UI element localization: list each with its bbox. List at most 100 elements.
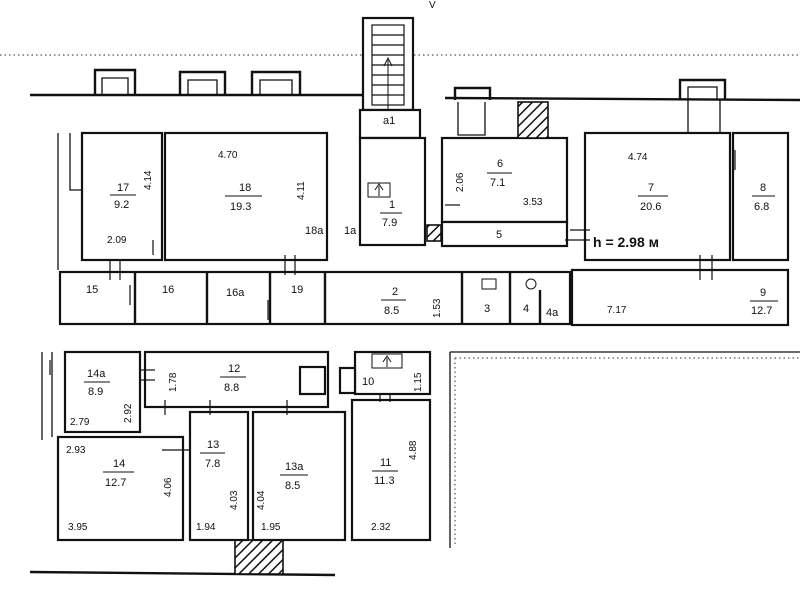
dim-4-04: 4.04 [256,490,267,510]
room-1-area: 7.9 [382,217,397,229]
room-9 [570,268,790,327]
fixture-3 [481,278,497,290]
room-5 [440,220,569,248]
room-14a [63,350,142,434]
room-12-area: 8.8 [224,382,239,394]
room-12-label: 12 8.8 [220,363,246,394]
room-a1 [358,108,422,140]
room-a1-label: a1 [383,115,395,127]
dim-3-53: 3.53 [523,197,543,208]
dim-4-74: 4.74 [628,152,648,163]
dim-2-92: 2.92 [123,403,134,423]
room-13a-area: 8.5 [285,480,300,492]
room-14a-number: 14a [87,368,106,380]
room-2-label: 2 8.5 [381,286,406,317]
room-14a-label: 14a 8.9 [84,368,110,398]
niche-12 [298,365,327,396]
dim-2-09: 2.09 [107,235,127,246]
door-marks [49,150,736,451]
room-11-label: 11 11.3 [372,457,398,487]
room-14-number: 14 [113,458,125,470]
room-8-label: 8 6.8 [752,182,775,213]
dim-4-14: 4.14 [143,170,154,190]
room-8-area: 6.8 [754,201,769,213]
room-6-number: 6 [497,158,503,170]
room-13-number: 13 [207,439,219,451]
room-14-area: 12.7 [105,477,126,489]
room-13a-number: 13a [285,461,304,473]
room-7-label: 7 20.6 [638,182,668,213]
dim-2-32: 2.32 [371,522,391,533]
entry-arrow-1 [367,182,391,198]
top-mark: V [429,0,436,11]
dim-1-78: 1.78 [168,372,179,392]
room-13a-label: 13a 8.5 [280,461,308,492]
dim-1-15: 1.15 [413,372,424,392]
shaft-bottom [234,539,284,575]
room-13-label: 13 7.8 [200,439,225,470]
room-12-number: 12 [228,363,240,375]
room-16-label: 16 [162,284,174,296]
shaft-small [426,224,442,242]
room-11-number: 11 [380,457,391,469]
room-17-number: 17 [117,182,129,194]
room-3-label: 3 [484,303,490,315]
room-18-label: 18 19.3 [225,182,262,213]
room-17 [80,131,164,262]
room-18-area: 19.3 [230,201,251,213]
room-14 [56,435,185,542]
window-bays [93,68,727,100]
dim-2-93: 2.93 [66,445,86,456]
shaft-top [517,101,549,139]
room-13a [251,410,347,542]
room-2-number: 2 [392,286,398,298]
niche-10 [338,366,357,395]
dim-2-79: 2.79 [70,417,90,428]
room-6-label: 6 7.1 [487,158,512,189]
courtyard-boundary [454,357,800,545]
room-17-area: 9.2 [114,199,129,211]
room-14a-area: 8.9 [88,386,103,398]
room-11-area: 11.3 [374,475,395,487]
room-9-area: 12.7 [751,305,772,317]
room-7-number: 7 [648,182,654,194]
room-1a-label: 1a [344,225,357,237]
room-4-label: 4 [523,303,529,315]
room-14-label: 14 12.7 [103,458,134,489]
room-6-area: 7.1 [490,177,505,189]
dim-7-17: 7.17 [607,305,627,316]
room-17-label: 17 9.2 [110,182,136,211]
room-1-label: 1 7.9 [380,199,402,229]
room-8-number: 8 [760,182,766,194]
dim-4-70: 4.70 [218,150,238,161]
dim-1-53: 1.53 [432,298,443,318]
room-10-label: 10 [362,376,374,388]
dim-4-88: 4.88 [408,440,419,460]
dim-4-06: 4.06 [163,477,174,497]
street-line-top [30,93,800,102]
room-18a-label: 18a [305,225,324,237]
dim-3-95: 3.95 [68,522,88,533]
ceiling-height: h = 2.98 м [593,234,659,250]
dim-4-03: 4.03 [229,490,240,510]
room-9-number: 9 [760,287,766,299]
room-19-label: 19 [291,284,303,296]
room-13 [188,410,250,542]
bay-room-7 [687,100,721,134]
room-5-label: 5 [496,229,502,241]
dim-1-95: 1.95 [261,522,281,533]
room-1-number: 1 [389,199,395,211]
room-2-area: 8.5 [384,305,399,317]
street-line-bottom [29,570,336,577]
room-4a-label: 4a [546,307,559,319]
dim-2-06: 2.06 [455,172,466,192]
left-boundary [41,133,82,440]
room-16a-label: 16a [226,287,245,299]
dim-1-94: 1.94 [196,522,216,533]
room-15-label: 15 [86,284,98,296]
entry-arrow-10 [371,353,403,369]
courtyard-wall [449,351,800,548]
room-7-area: 20.6 [640,201,661,213]
dim-4-11: 4.11 [296,181,307,200]
